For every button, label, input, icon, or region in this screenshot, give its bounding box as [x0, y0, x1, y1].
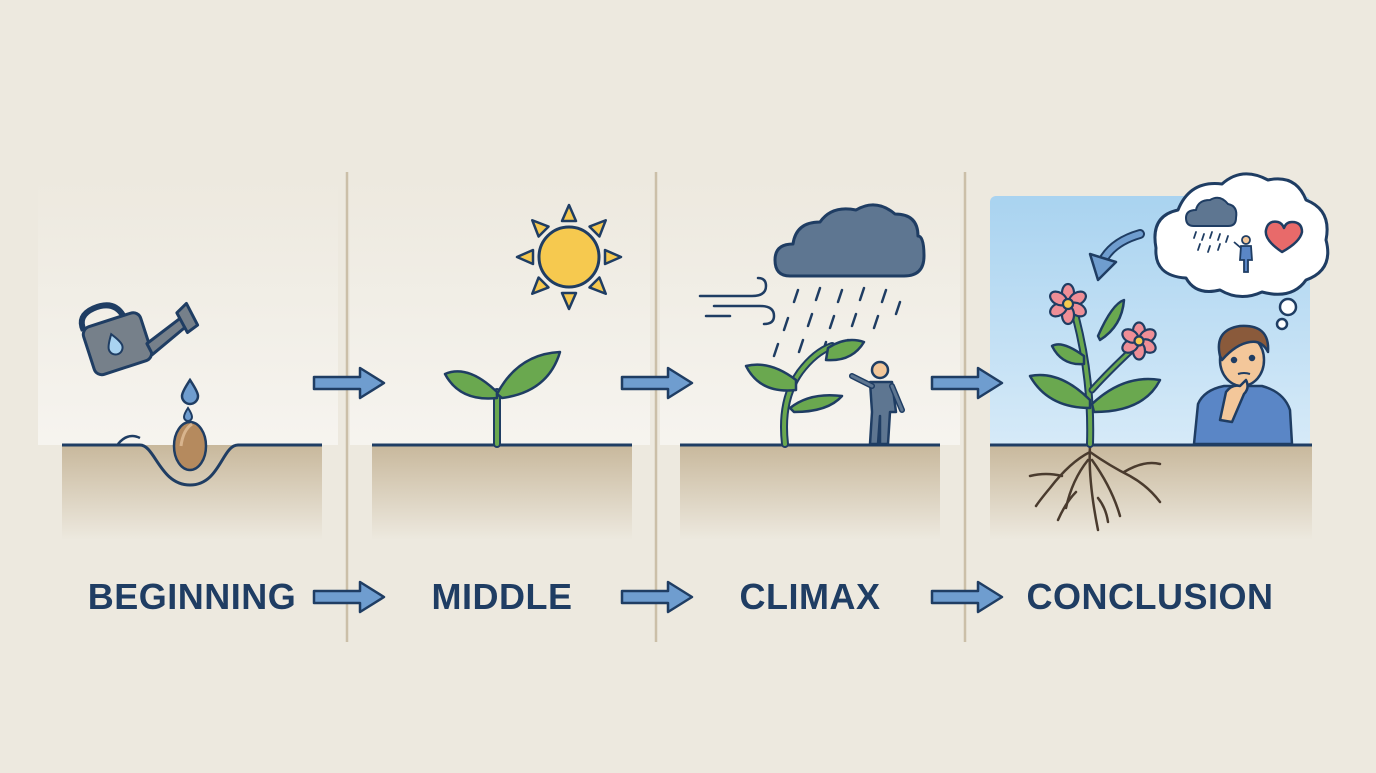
- climax-illustration: [680, 203, 940, 448]
- soil-bump-icon: [117, 434, 141, 445]
- water-drop-small-icon: [182, 406, 194, 422]
- ground-line-beginning: [62, 443, 322, 487]
- thought-bubble-icon: [1153, 172, 1330, 331]
- grown-plant-icon: [1028, 298, 1162, 448]
- middle-illustration: [372, 203, 632, 448]
- roots-icon: [1028, 444, 1162, 532]
- soil-strip-climax: [680, 445, 940, 540]
- soil-strip-middle: [372, 445, 632, 540]
- flower-icon: [1121, 321, 1157, 361]
- stage-label-climax: CLIMAX: [739, 576, 881, 617]
- stage-label-conclusion: CONCLUSION: [1026, 576, 1274, 617]
- bent-plant-icon: [744, 338, 866, 448]
- stage-label-beginning: BEGINNING: [87, 576, 297, 617]
- heart-icon: [1264, 220, 1304, 254]
- wind-icon: [698, 276, 776, 326]
- person-icon: [849, 360, 905, 446]
- curved-arrow-icon: [1088, 229, 1145, 282]
- beginning-illustration: [62, 301, 322, 487]
- stage-label-middle: MIDDLE: [431, 576, 573, 617]
- label-arrow-3: [930, 580, 1004, 614]
- water-drop-icon: [180, 377, 200, 406]
- flower-icon: [1049, 282, 1087, 326]
- conclusion-illustration: [990, 172, 1330, 532]
- sun-icon: [515, 203, 623, 311]
- storm-cloud-icon: [773, 203, 926, 278]
- sprout-icon: [443, 350, 562, 448]
- thinking-person-icon: [1192, 324, 1294, 446]
- watering-can-icon: [78, 301, 200, 377]
- seed-icon: [172, 420, 208, 472]
